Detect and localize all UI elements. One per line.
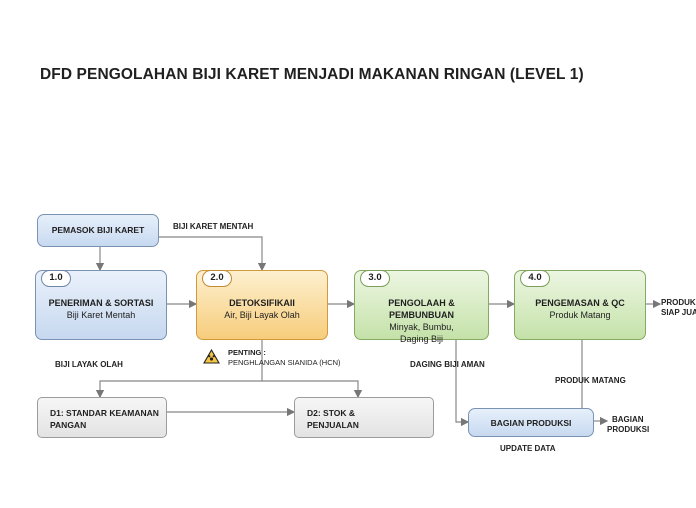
flow-raw-to-2	[159, 236, 267, 272]
flow-2-to-d1	[95, 340, 263, 399]
flow-label-dept-2: PRODUKSI	[607, 425, 650, 434]
d1-line-1: D1: STANDAR KEAMANAN	[50, 408, 159, 418]
process-4: 4.0 PENGEMASAN & QC Produk Matang	[514, 270, 646, 340]
warning-line-1: PENTING :	[228, 348, 266, 357]
process-2-desc: Air, Biji Layak Olah	[224, 310, 300, 320]
process-3-desc-2: Daging Biji	[399, 334, 444, 344]
process-3-desc-1: Minyak, Bumbu,	[389, 322, 454, 332]
flow-label-ready-1: PRODUK	[661, 298, 696, 307]
data-store-d2: D2: STOK & PENJUALAN	[294, 397, 434, 438]
flow-2-to-d2	[262, 380, 363, 399]
flow-label-raw: BIJI KARET MENTAH	[173, 222, 254, 231]
supplier-label: PEMASOK BIJI KARET	[51, 225, 145, 235]
process-3: 3.0 PENGOLAAH & PEMBUNBUAN Minyak, Bumbu…	[354, 270, 489, 344]
warning-line-2: PENGHLANGAN SIANIDA (HCN)	[228, 358, 341, 367]
diagram-title: DFD PENGOLAHAN BIJI KARET MENJADI MAKANA…	[40, 66, 584, 83]
production-label: BAGIAN PRODUKSI	[490, 418, 572, 428]
flow-label-eligible: BIJI LAYAK OLAH	[55, 360, 123, 369]
data-store-d1: D1: STANDAR KEAMANAN PANGAN	[37, 397, 167, 438]
process-4-desc: Produk Matang	[549, 310, 611, 320]
process-1-number: 1.0	[41, 270, 71, 287]
process-2-name: DETOKSIFIKAII	[229, 298, 295, 308]
d1-line-2: PANGAN	[50, 420, 87, 430]
flow-3-to-production	[455, 340, 470, 427]
process-3-name: PENGOLAAH & PEMBUNBUAN	[388, 298, 455, 320]
hazard-warning-icon	[203, 349, 220, 364]
flow-label-cooked: PRODUK MATANG	[555, 376, 626, 385]
process-2-number: 2.0	[202, 270, 232, 287]
process-1-name: PENERIMAN & SORTASI	[48, 298, 154, 308]
flow-label-ready-2: SIAP JUA	[661, 308, 696, 317]
flow-label-dept-1: BAGIAN	[612, 415, 644, 424]
process-2: 2.0 DETOKSIFIKAII Air, Biji Layak Olah	[196, 270, 328, 340]
external-entity-supplier: PEMASOK BIJI KARET	[37, 214, 159, 247]
process-1-desc: Biji Karet Mentah	[66, 310, 136, 320]
external-entity-production: BAGIAN PRODUKSI	[468, 408, 594, 437]
process-4-name: PENGEMASAN & QC	[535, 298, 625, 308]
process-1: 1.0 PENERIMAN & SORTASI Biji Karet Menta…	[35, 270, 167, 340]
d2-line-2: PENJUALAN	[307, 420, 359, 430]
process-3-number: 3.0	[360, 270, 390, 287]
flow-label-safe-kernel: DAGING BIJI AMAN	[410, 360, 485, 369]
d2-line-1: D2: STOK &	[307, 408, 356, 418]
flow-label-update: UPDATE DATA	[500, 444, 556, 453]
process-4-number: 4.0	[520, 270, 550, 287]
